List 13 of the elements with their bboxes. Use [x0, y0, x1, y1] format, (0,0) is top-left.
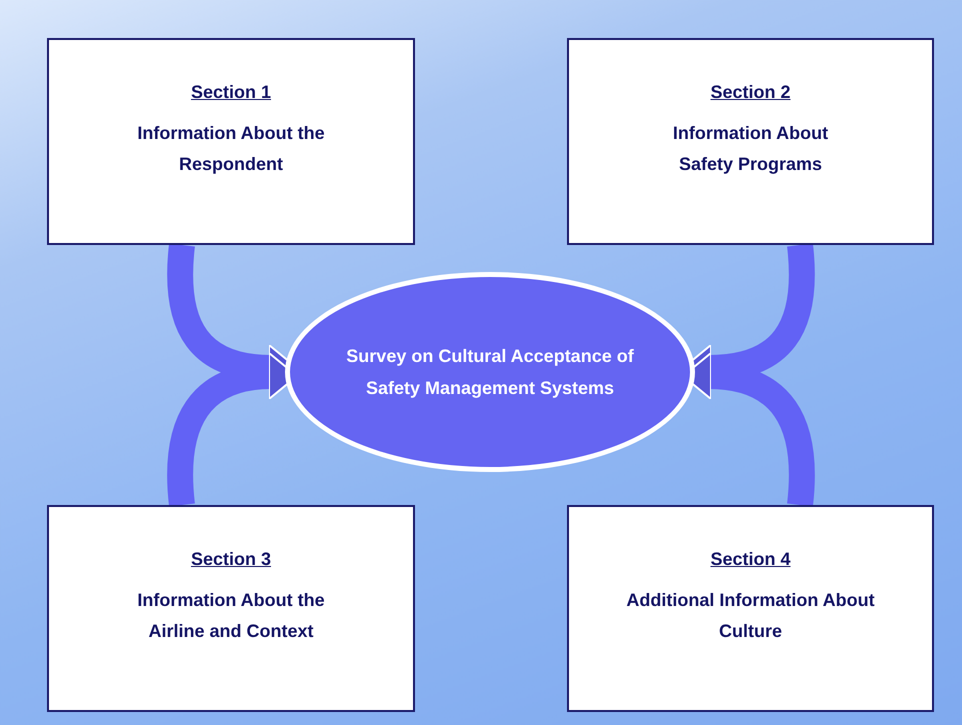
- section-heading: Section 2: [710, 81, 791, 104]
- section-box: [567, 505, 934, 712]
- section-description: Information About the Airline and Context: [136, 589, 326, 643]
- section-heading: Section 4: [710, 548, 791, 571]
- section-box: [567, 38, 934, 245]
- section-heading: Section 3: [190, 548, 272, 571]
- section-description: Additional Information About Culture: [625, 589, 876, 643]
- section-description: Information About the Respondent: [136, 122, 326, 176]
- section-description: Information About Safety Programs: [672, 122, 830, 176]
- section-heading: Section 1: [190, 81, 272, 104]
- section-box: [47, 38, 415, 245]
- survey-title: Survey on Cultural Acceptance of Safety Management Systems: [345, 345, 635, 400]
- section-box: [47, 505, 415, 712]
